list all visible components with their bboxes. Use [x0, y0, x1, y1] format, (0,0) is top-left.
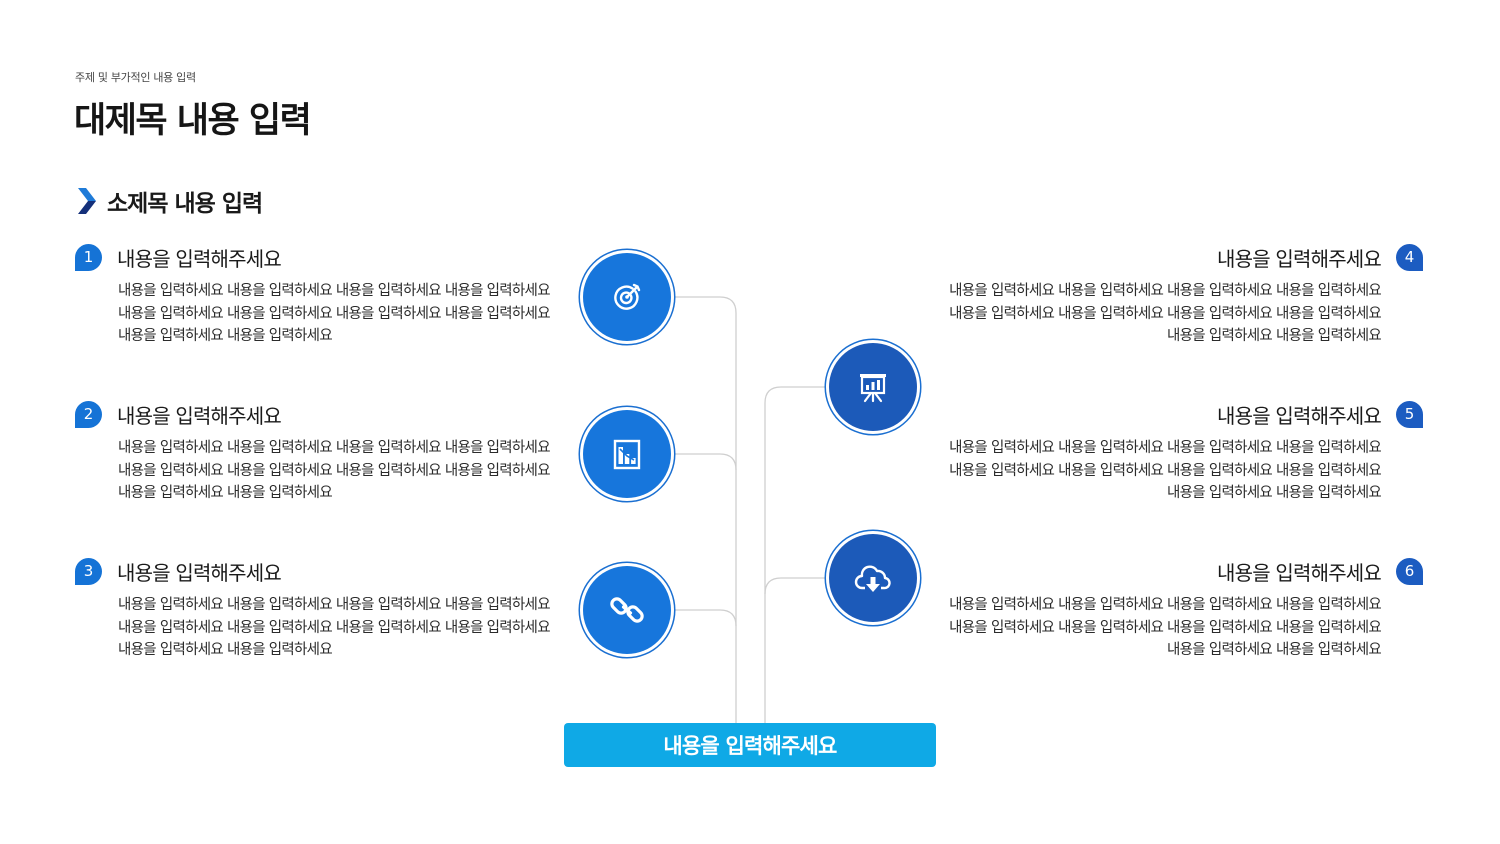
- desc-line: 내용을 입력하세요 내용을 입력하세요 내용을 입력하세요 내용을 입력하세요: [949, 283, 1382, 299]
- item-description: 내용을 입력하세요 내용을 입력하세요 내용을 입력하세요 내용을 입력하세요 …: [933, 594, 1382, 662]
- desc-line: 내용을 입력하세요 내용을 입력하세요 내용을 입력하세요 내용을 입력하세요: [118, 597, 551, 613]
- section-title: 소제목 내용 입력: [107, 191, 263, 217]
- item-title: 내용을 입력해주세요: [1217, 246, 1382, 271]
- item-title: 내용을 입력해주세요: [1217, 560, 1382, 585]
- target-icon-circle: [583, 253, 671, 341]
- list-item-1: 1 내용을 입력해주세요 내용을 입력하세요 내용을 입력하세요 내용을 입력하…: [75, 242, 551, 348]
- item-description: 내용을 입력하세요 내용을 입력하세요 내용을 입력하세요 내용을 입력하세요 …: [118, 594, 566, 662]
- desc-line: 내용을 입력하세요 내용을 입력하세요: [118, 485, 333, 501]
- desc-line: 내용을 입력하세요 내용을 입력하세요: [1167, 642, 1382, 658]
- section-heading: 소제목 내용 입력: [76, 184, 263, 218]
- desc-line: 내용을 입력하세요 내용을 입력하세요 내용을 입력하세요 내용을 입력하세요: [118, 440, 551, 456]
- bar-chart-icon-circle: [583, 410, 671, 498]
- bottom-label-bar: 내용을 입력해주세요: [564, 723, 936, 767]
- desc-line: 내용을 입력하세요 내용을 입력하세요: [1167, 485, 1382, 501]
- list-item-6: 내용을 입력해주세요 6 내용을 입력하세요 내용을 입력하세요 내용을 입력하…: [933, 556, 1423, 662]
- list-item-2: 2 내용을 입력해주세요 내용을 입력하세요 내용을 입력하세요 내용을 입력하…: [75, 399, 551, 505]
- item-description: 내용을 입력하세요 내용을 입력하세요 내용을 입력하세요 내용을 입력하세요 …: [933, 280, 1382, 348]
- desc-line: 내용을 입력하세요 내용을 입력하세요 내용을 입력하세요 내용을 입력하세요: [118, 462, 551, 479]
- link-icon-circle: [583, 566, 671, 654]
- item-title: 내용을 입력해주세요: [117, 403, 282, 428]
- number-badge: 1: [75, 243, 102, 271]
- desc-line: 내용을 입력하세요 내용을 입력하세요: [118, 642, 333, 658]
- number-badge: 3: [75, 557, 102, 585]
- item-description: 내용을 입력하세요 내용을 입력하세요 내용을 입력하세요 내용을 입력하세요 …: [933, 437, 1382, 505]
- presentation-board-icon-circle: [829, 343, 917, 431]
- target-icon: [614, 283, 641, 310]
- list-item-5: 내용을 입력해주세요 5 내용을 입력하세요 내용을 입력하세요 내용을 입력하…: [933, 399, 1423, 505]
- list-item-4: 내용을 입력해주세요 4 내용을 입력하세요 내용을 입력하세요 내용을 입력하…: [933, 242, 1423, 348]
- desc-line: 내용을 입력하세요 내용을 입력하세요 내용을 입력하세요 내용을 입력하세요: [949, 462, 1382, 479]
- item-description: 내용을 입력하세요 내용을 입력하세요 내용을 입력하세요 내용을 입력하세요 …: [118, 280, 566, 348]
- cloud-download-icon-circle: [829, 534, 917, 622]
- item-title: 내용을 입력해주세요: [1217, 403, 1382, 428]
- link-icon: [610, 597, 644, 623]
- desc-line: 내용을 입력하세요 내용을 입력하세요 내용을 입력하세요 내용을 입력하세요: [118, 305, 551, 322]
- desc-line: 내용을 입력하세요 내용을 입력하세요 내용을 입력하세요 내용을 입력하세요: [118, 283, 551, 299]
- page-subtitle: 주제 및 부가적인 내용 입력: [75, 71, 196, 84]
- desc-line: 내용을 입력하세요 내용을 입력하세요 내용을 입력하세요 내용을 입력하세요: [949, 597, 1382, 613]
- presentation-board-icon: [860, 374, 886, 403]
- page-title: 대제목 내용 입력: [74, 101, 312, 141]
- desc-line: 내용을 입력하세요 내용을 입력하세요 내용을 입력하세요 내용을 입력하세요: [118, 619, 551, 636]
- chevron-right-icon: [78, 188, 96, 214]
- number-badge: 4: [1396, 243, 1423, 271]
- item-description: 내용을 입력하세요 내용을 입력하세요 내용을 입력하세요 내용을 입력하세요 …: [118, 437, 566, 505]
- number-badge: 5: [1396, 400, 1423, 428]
- bar-chart-icon: [613, 439, 641, 470]
- desc-line: 내용을 입력하세요 내용을 입력하세요 내용을 입력하세요 내용을 입력하세요: [949, 619, 1382, 636]
- desc-line: 내용을 입력하세요 내용을 입력하세요: [118, 328, 333, 344]
- item-title: 내용을 입력해주세요: [117, 246, 282, 271]
- cloud-download-icon: [854, 565, 891, 592]
- number-badge: 2: [75, 400, 102, 428]
- number-badge: 6: [1396, 557, 1423, 585]
- desc-line: 내용을 입력하세요 내용을 입력하세요 내용을 입력하세요 내용을 입력하세요: [949, 440, 1382, 456]
- desc-line: 내용을 입력하세요 내용을 입력하세요 내용을 입력하세요 내용을 입력하세요: [949, 305, 1382, 322]
- list-item-3: 3 내용을 입력해주세요 내용을 입력하세요 내용을 입력하세요 내용을 입력하…: [75, 556, 551, 662]
- desc-line: 내용을 입력하세요 내용을 입력하세요: [1167, 328, 1382, 344]
- item-title: 내용을 입력해주세요: [117, 560, 282, 585]
